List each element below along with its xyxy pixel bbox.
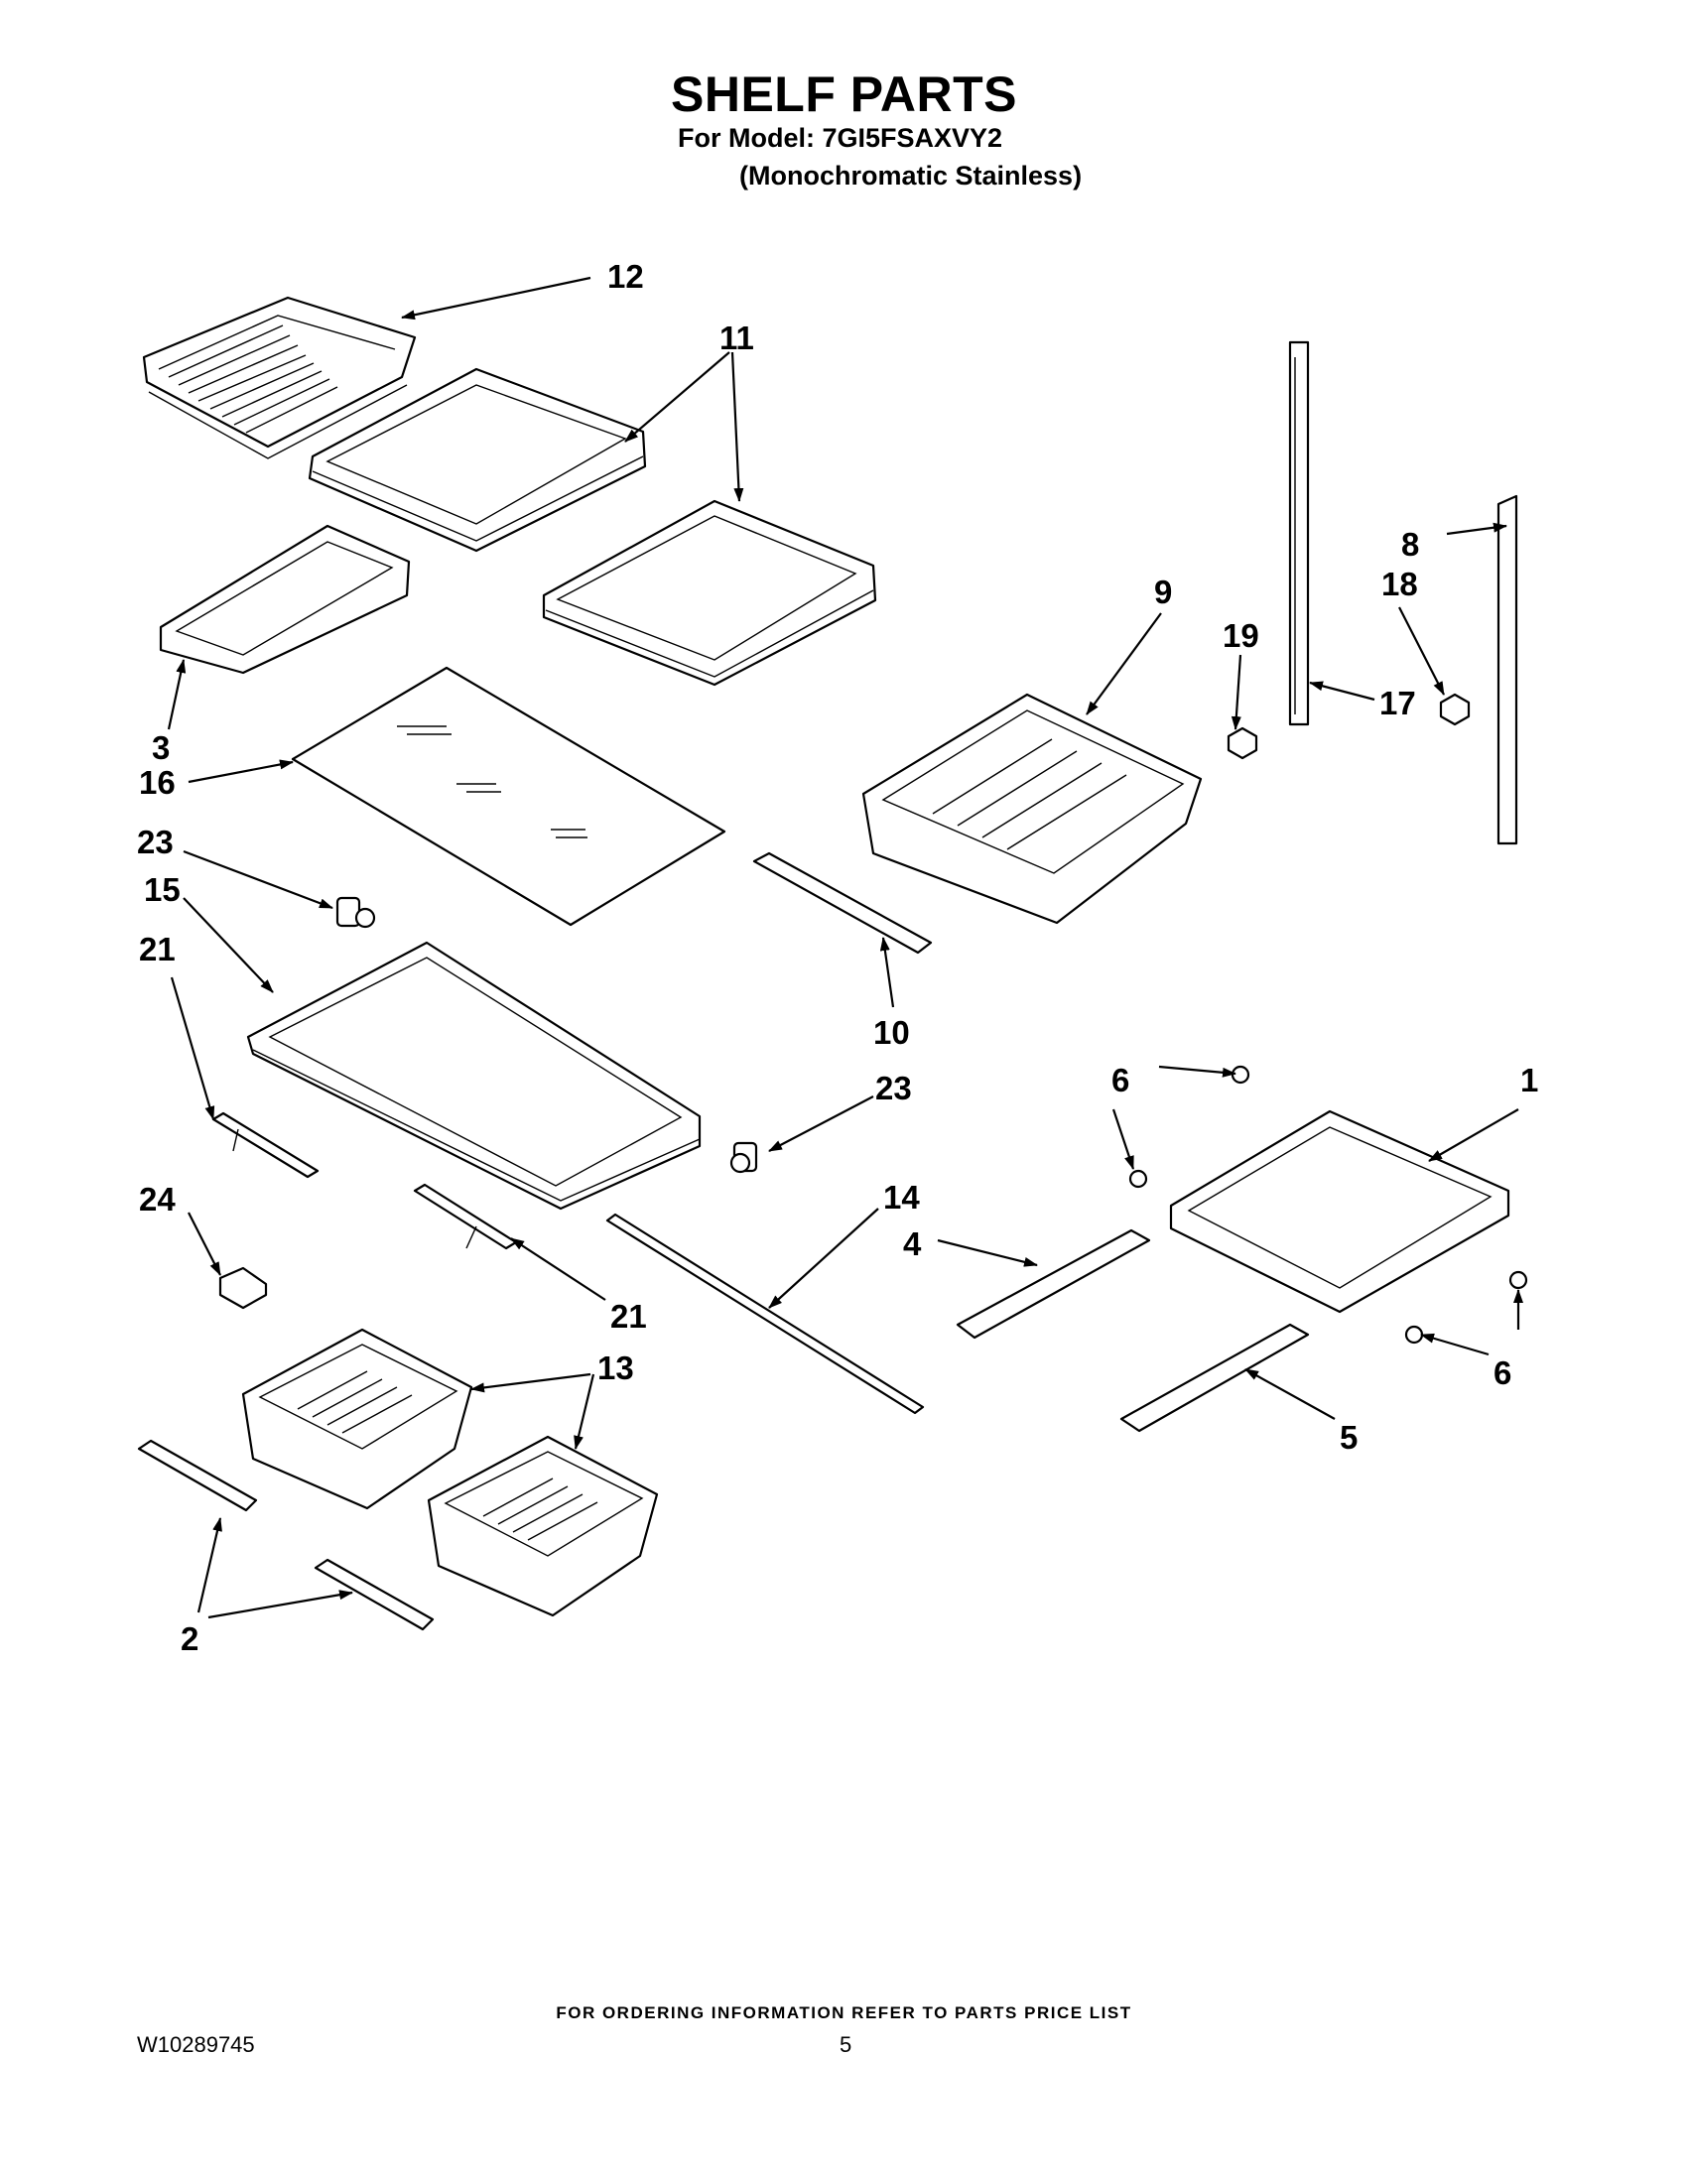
callout-24: 24 xyxy=(139,1181,176,1218)
deli-drawer-part-9 xyxy=(861,693,1203,925)
clip-part-24 xyxy=(218,1266,268,1310)
callout-6-top: 6 xyxy=(1111,1062,1129,1098)
support-rail-part-17 xyxy=(1288,340,1310,726)
screw-part-6-d xyxy=(1508,1270,1528,1290)
callout-21-lower: 21 xyxy=(610,1298,647,1335)
model-line: For Model: 7GI5FSAXVY2 xyxy=(678,123,1003,153)
rail-part-21-left xyxy=(211,1111,320,1179)
glass-shelf-part-16 xyxy=(291,666,726,927)
small-shelf-part-3 xyxy=(159,524,411,675)
screw-part-6-c xyxy=(1404,1325,1424,1345)
page-number: 5 xyxy=(840,2032,852,2057)
callout-5: 5 xyxy=(1340,1419,1358,1456)
callout-10: 10 xyxy=(873,1014,910,1051)
screw-part-18 xyxy=(1439,693,1471,726)
shelf-frame-part-15 xyxy=(246,941,702,1211)
wire-basket-part-12 xyxy=(142,296,417,459)
shelf-part-1 xyxy=(1169,1109,1510,1314)
rail-part-21-lower xyxy=(413,1183,518,1250)
callout-4: 4 xyxy=(903,1225,922,1262)
callout-14: 14 xyxy=(883,1179,920,1216)
callout-12: 12 xyxy=(607,258,644,295)
callout-2: 2 xyxy=(181,1620,198,1657)
ordering-note: FOR ORDERING INFORMATION REFER TO PARTS … xyxy=(556,2003,1132,2022)
crisper-drawer-part-13-left xyxy=(241,1328,473,1510)
callout-3: 3 xyxy=(152,729,170,766)
page-title: SHELF PARTS xyxy=(670,66,1018,122)
crisper-drawer-part-13-right xyxy=(427,1435,659,1617)
screw-part-19 xyxy=(1227,726,1258,760)
clip-part-23-left xyxy=(335,896,376,929)
callout-1: 1 xyxy=(1520,1062,1538,1098)
slide-part-4 xyxy=(956,1228,1151,1340)
callout-23-right: 23 xyxy=(875,1070,912,1106)
screw-part-6-b xyxy=(1128,1169,1148,1189)
callout-19: 19 xyxy=(1223,617,1259,654)
callout-8: 8 xyxy=(1401,526,1419,563)
support-rail-part-8 xyxy=(1496,494,1518,845)
callout-17: 17 xyxy=(1379,685,1416,721)
drawer-handle-part-2-upper xyxy=(137,1439,258,1512)
shelf-part-11-lower xyxy=(542,499,877,687)
clip-part-23-right xyxy=(729,1141,758,1174)
drawer-handle-part-2-lower xyxy=(314,1558,435,1631)
callout-23-left: 23 xyxy=(137,824,174,860)
callout-15: 15 xyxy=(144,871,181,908)
callout-21-left: 21 xyxy=(139,931,176,967)
bar-part-10 xyxy=(752,851,933,955)
callout-labels: 12 11 3 16 23 15 21 23 21 24 14 13 2 10 … xyxy=(137,258,1538,1657)
document-number: W10289745 xyxy=(137,2032,255,2057)
callout-13: 13 xyxy=(597,1349,634,1386)
callout-16: 16 xyxy=(139,764,176,801)
shelf-part-11-upper xyxy=(308,367,647,553)
slide-part-5 xyxy=(1119,1323,1310,1433)
callout-18: 18 xyxy=(1381,566,1418,602)
callout-9: 9 xyxy=(1154,574,1172,610)
finish-line: (Monochromatic Stainless) xyxy=(739,161,1083,191)
rod-part-14 xyxy=(605,1213,925,1415)
callout-11: 11 xyxy=(719,320,754,356)
callout-6-bottom: 6 xyxy=(1493,1354,1511,1391)
leader-lines xyxy=(167,276,1523,1619)
